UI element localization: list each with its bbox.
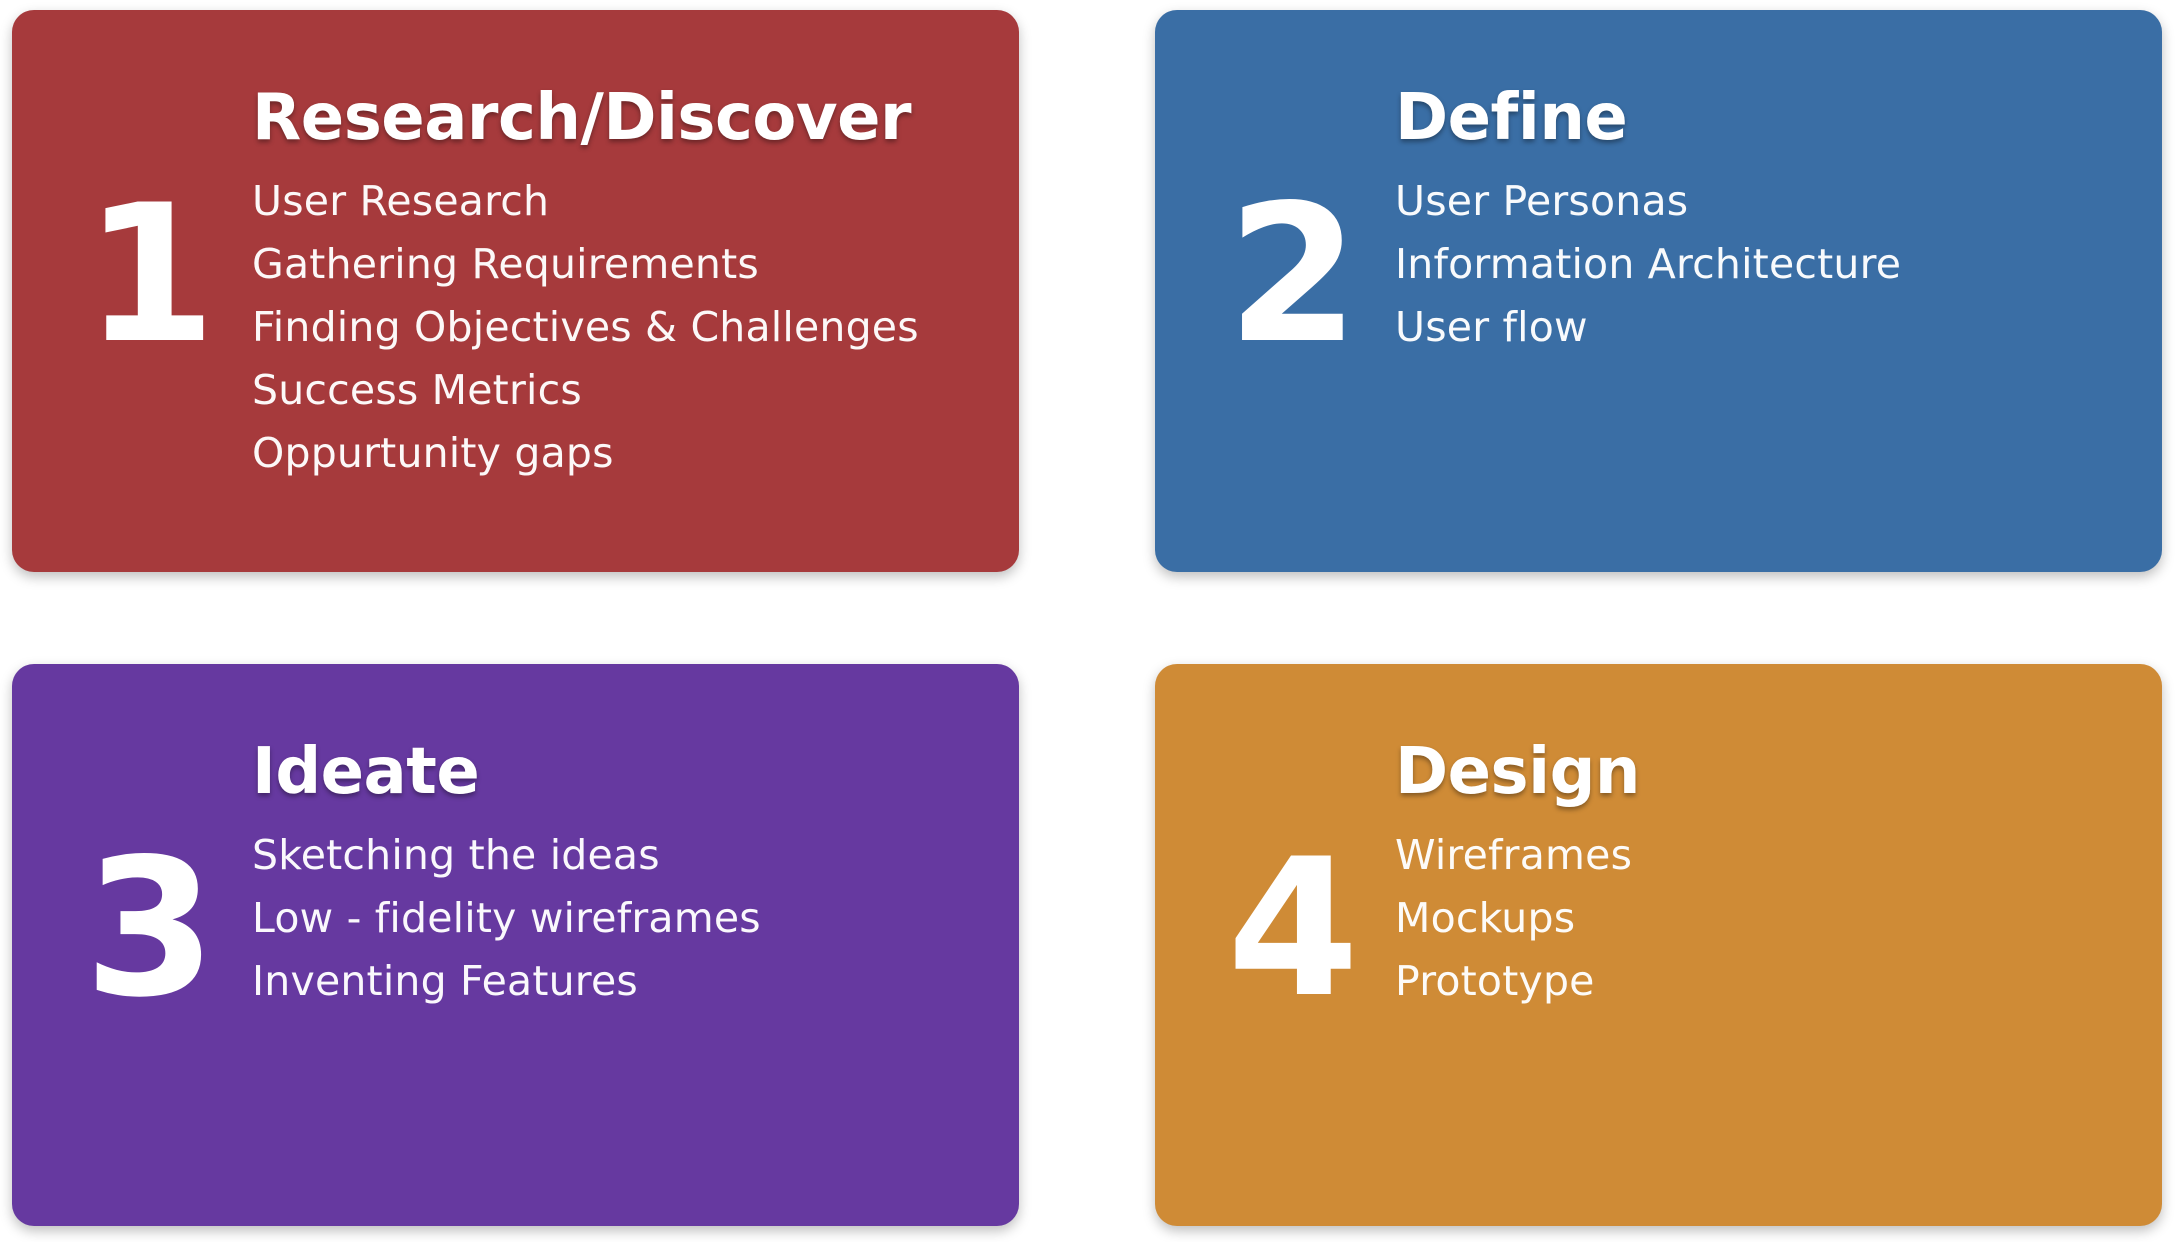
list-item: Gathering Requirements xyxy=(252,240,759,288)
list-item: Information Architecture xyxy=(1395,240,1902,288)
stage-number: 1 xyxy=(84,164,216,385)
stage-number: 4 xyxy=(1227,818,1359,1039)
list-item: Inventing Features xyxy=(252,957,638,1005)
list-item: User Research xyxy=(252,177,550,225)
list-item: Prototype xyxy=(1395,957,1595,1005)
list-item: Success Metrics xyxy=(252,366,582,414)
stage-content: Research/Discover User Research Gatherin… xyxy=(252,86,999,485)
list-item: Oppurtunity gaps xyxy=(252,429,614,477)
list-item: User Personas xyxy=(1395,177,1689,225)
stage-title: Research/Discover xyxy=(252,81,912,155)
list-item: Low - fidelity wireframes xyxy=(252,894,761,942)
stage-card-research: 1 Research/Discover User Research Gather… xyxy=(12,10,1019,572)
list-item: Wireframes xyxy=(1395,831,1633,879)
stage-content: Define User Personas Information Archite… xyxy=(1395,86,2142,359)
stage-card-define: 2 Define User Personas Information Archi… xyxy=(1155,10,2162,572)
list-item: Mockups xyxy=(1395,894,1576,942)
stage-item-list: Sketching the ideas Low - fidelity wiref… xyxy=(252,824,999,1013)
stage-card-ideate: 3 Ideate Sketching the ideas Low - fidel… xyxy=(12,664,1019,1226)
stage-card-design: 4 Design Wireframes Mockups Prototype xyxy=(1155,664,2162,1226)
stage-number: 3 xyxy=(84,818,216,1039)
list-item: Sketching the ideas xyxy=(252,831,660,879)
list-item: User flow xyxy=(1395,303,1588,351)
stage-item-list: User Research Gathering Requirements Fin… xyxy=(252,170,999,485)
stage-item-list: Wireframes Mockups Prototype xyxy=(1395,824,2142,1013)
stage-title: Ideate xyxy=(252,735,480,809)
stage-content: Ideate Sketching the ideas Low - fidelit… xyxy=(252,740,999,1013)
stage-number: 2 xyxy=(1227,164,1359,385)
list-item: Finding Objectives & Challenges xyxy=(252,303,919,351)
stage-title: Design xyxy=(1395,735,1640,809)
stage-item-list: User Personas Information Architecture U… xyxy=(1395,170,2142,359)
stage-title: Define xyxy=(1395,81,1628,155)
stage-content: Design Wireframes Mockups Prototype xyxy=(1395,740,2142,1013)
